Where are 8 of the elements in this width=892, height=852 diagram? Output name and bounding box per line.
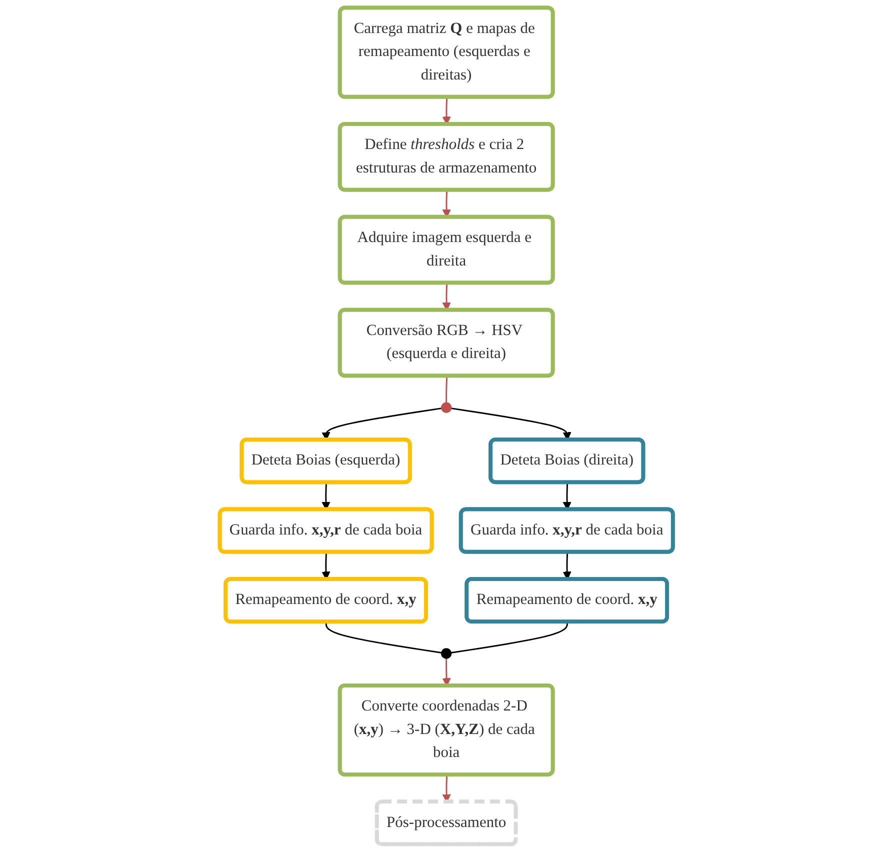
arrow (450, 408, 572, 440)
connector (445, 376, 448, 403)
connector (325, 622, 442, 654)
connector (450, 622, 568, 654)
arrow (442, 774, 450, 802)
node-circle (440, 648, 452, 659)
node-circle (440, 402, 452, 413)
arrow (321, 408, 442, 440)
